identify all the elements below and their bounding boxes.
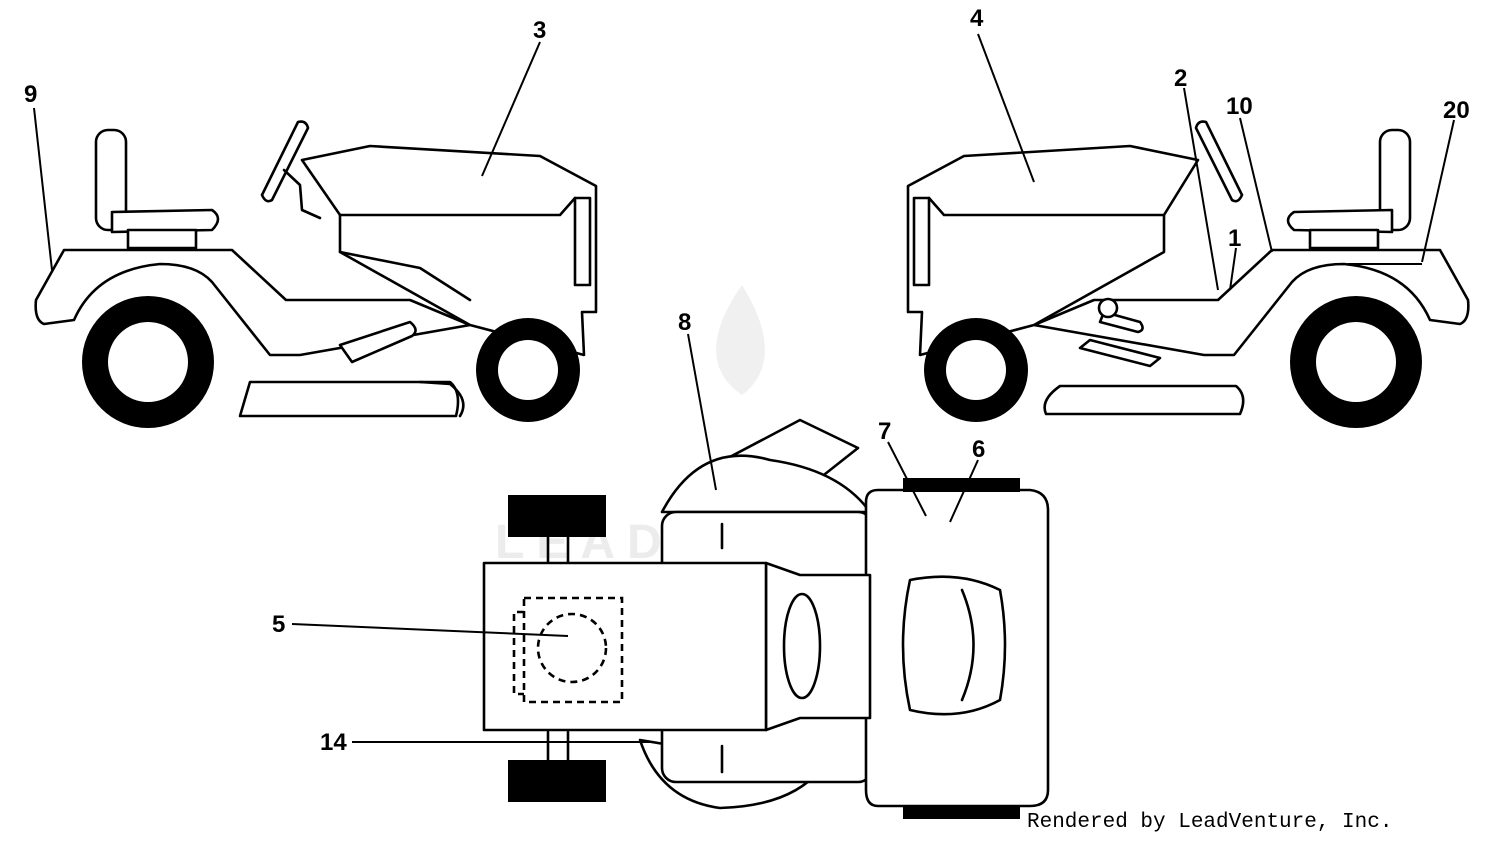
pedal-left <box>338 320 417 364</box>
seat-back-right <box>1378 128 1412 232</box>
rear-hub-left <box>108 322 188 402</box>
callout-9: 9 <box>24 81 37 108</box>
mower-deck-left <box>238 380 460 418</box>
leader-8 <box>687 333 717 491</box>
hood-line <box>338 196 577 217</box>
leader-7 <box>887 441 927 517</box>
hood-top <box>482 561 768 732</box>
callout-10: 10 <box>1226 93 1253 120</box>
hood-line-lower <box>338 250 472 302</box>
leader-2 <box>1183 87 1219 291</box>
steering-wheel-right <box>1194 120 1244 203</box>
leader-1 <box>1229 247 1237 291</box>
front-hub-left <box>498 340 558 400</box>
tractor-left-side-view <box>34 120 598 428</box>
flame-logo-mark <box>716 285 765 395</box>
hood-right <box>906 144 1200 357</box>
decal-circle-5 <box>536 612 608 684</box>
leader-3 <box>481 41 541 177</box>
rear-tire-top-2 <box>903 805 1020 819</box>
grille-panel <box>573 196 592 287</box>
decal-outline-5-tab <box>512 610 524 696</box>
leader-6 <box>949 459 979 523</box>
seat-cushion <box>110 208 220 234</box>
tractor-top-view <box>482 418 1050 819</box>
callout-numbers: 1 2 3 4 5 6 7 8 9 10 14 20 <box>24 5 1470 756</box>
tractor-right-side-view <box>906 120 1470 428</box>
discharge-chute-left <box>418 380 465 418</box>
hood <box>300 144 598 357</box>
grille-panel-right <box>912 196 931 287</box>
steering-column <box>282 168 322 220</box>
callout-20: 20 <box>1443 97 1470 124</box>
callout-1: 1 <box>1228 225 1241 252</box>
front-tire-top-2 <box>508 760 606 802</box>
leader-20 <box>1421 119 1455 263</box>
mower-deck-right <box>1043 384 1245 416</box>
seat-base-right <box>1308 228 1380 250</box>
steering-wheel <box>260 120 310 203</box>
callout-2: 2 <box>1174 65 1187 92</box>
rear-fender <box>34 248 472 357</box>
seat-top <box>901 575 1007 716</box>
callout-7: 7 <box>878 418 891 445</box>
callout-14: 14 <box>320 729 347 756</box>
callout-5: 5 <box>272 611 285 638</box>
callout-6: 6 <box>972 436 985 463</box>
leader-9 <box>33 107 53 271</box>
decal-outline-5 <box>522 596 624 704</box>
leader-lines <box>33 33 1455 743</box>
callout-3: 3 <box>533 17 546 44</box>
steering-wheel-top <box>782 592 822 700</box>
front-tire-top-1 <box>508 495 606 537</box>
seat-base <box>126 228 198 250</box>
rear-tire-top-1 <box>903 478 1020 492</box>
pedal-right <box>1078 338 1162 368</box>
front-hub-right <box>946 340 1006 400</box>
seat-back-top <box>960 588 975 702</box>
callout-8: 8 <box>678 309 691 336</box>
credit-text: Rendered by LeadVenture, Inc. <box>1027 811 1393 834</box>
leader-5 <box>291 623 569 637</box>
callout-4: 4 <box>970 5 984 32</box>
front-axle-top <box>546 535 570 762</box>
lift-lever-knob <box>1097 297 1119 319</box>
hood-line-right <box>927 196 1166 217</box>
deck-top-upper <box>660 454 872 514</box>
leader-10 <box>1239 117 1273 253</box>
rear-hub-right <box>1316 322 1396 402</box>
leader-4 <box>977 33 1035 183</box>
